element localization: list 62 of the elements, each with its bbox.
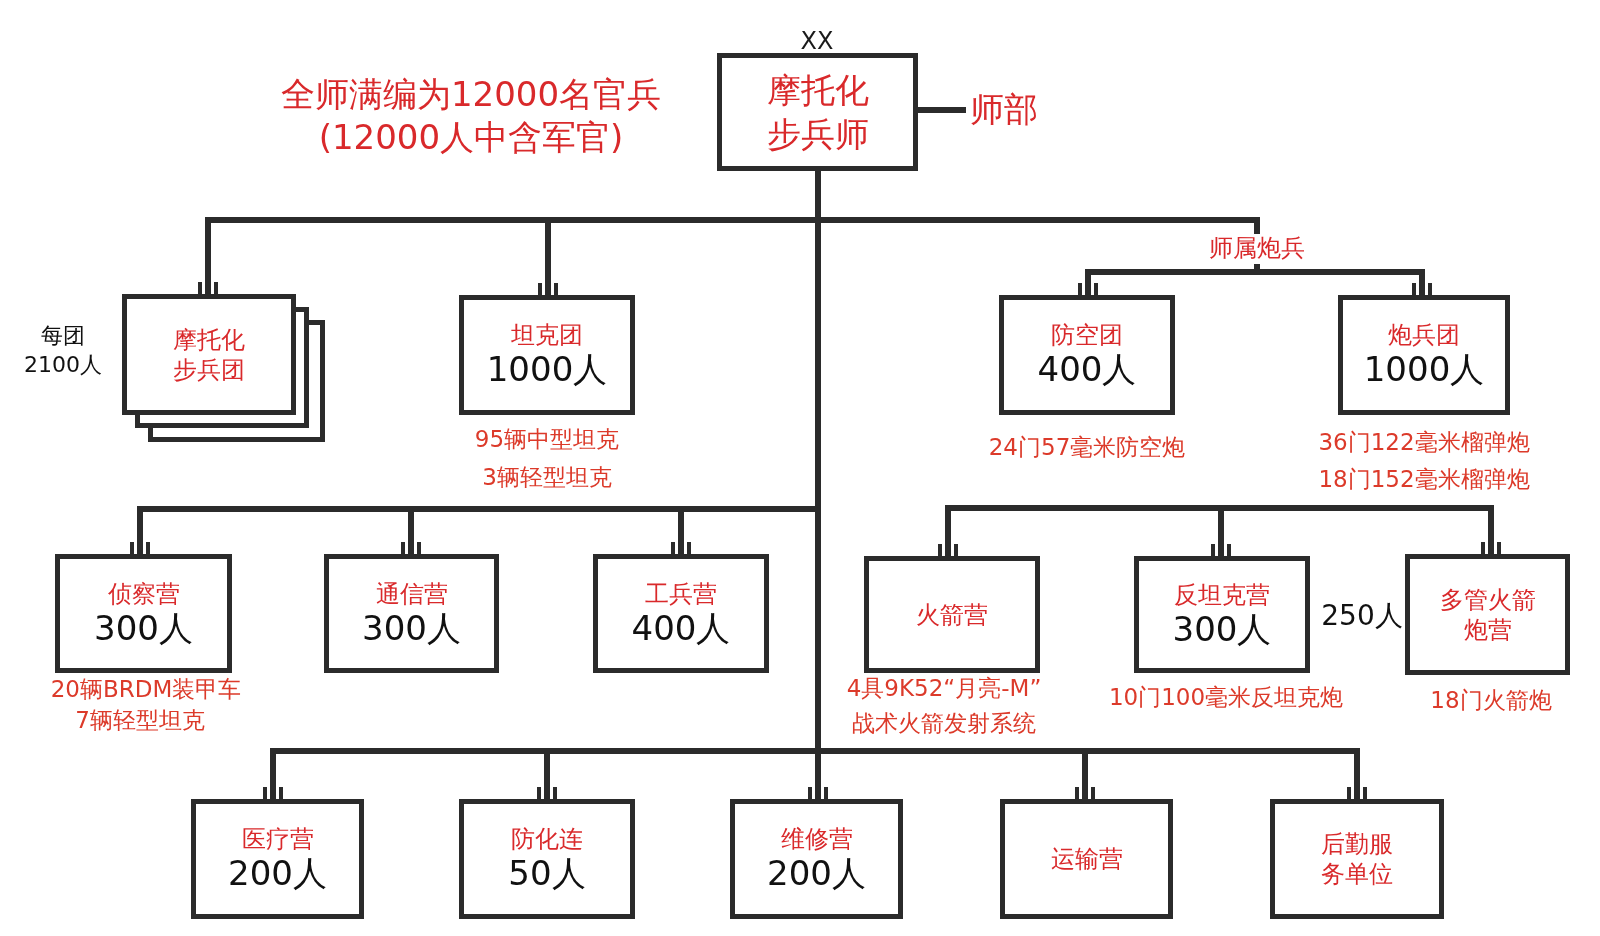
unit-box xyxy=(459,295,635,415)
unit-label: 师部 xyxy=(966,89,1042,131)
unit-name: 摩托化步兵师 xyxy=(766,68,869,156)
troop-count: 200人 xyxy=(228,854,327,894)
unit-box xyxy=(730,799,903,919)
connector-line xyxy=(1221,505,1501,554)
unit-name: 运输营 xyxy=(1050,844,1123,874)
connector-line xyxy=(918,107,966,113)
strength-summary: (12000人中含军官) xyxy=(318,117,624,158)
equipment-note: 18门火箭炮 xyxy=(1430,686,1552,715)
unit-name: 坦克团 xyxy=(511,320,583,351)
unit-box xyxy=(717,53,918,171)
troop-count: 300人 xyxy=(1172,609,1272,650)
unit-name: 后勤服务单位 xyxy=(1320,829,1394,889)
troop-count: 200人 xyxy=(767,854,866,894)
unit-name: 通信营 xyxy=(375,578,448,609)
equipment-note: 18门152毫米榴弹炮 xyxy=(1318,465,1530,494)
troop-count: 1000人 xyxy=(1363,350,1485,390)
unit-name: 工兵营 xyxy=(645,578,717,609)
equipment-note: 95辆中型坦克 xyxy=(474,425,620,454)
equipment-note: 7辆轻型坦克 xyxy=(75,706,205,735)
unit-name: 防化连 xyxy=(511,824,583,855)
unit-label: 师属炮兵 xyxy=(1205,234,1309,264)
unit-box xyxy=(1000,799,1173,919)
unit-name: 摩托化步兵团 xyxy=(172,324,246,385)
troop-count: 1000人 xyxy=(486,350,608,390)
troop-count: 400人 xyxy=(1037,350,1137,390)
unit-box xyxy=(324,554,499,673)
stacked-unit-box xyxy=(122,294,325,442)
unit-box xyxy=(191,799,364,919)
unit-name: 火箭营 xyxy=(916,599,988,630)
strength-summary: 全师满编为12000名官兵 xyxy=(280,74,662,115)
unit-name: 医疗营 xyxy=(241,824,314,855)
equipment-note: 20辆BRDM装甲车 xyxy=(50,675,242,704)
unit-name: 炮兵团 xyxy=(1388,320,1460,351)
unit-name: 反坦克营 xyxy=(1174,579,1270,610)
unit-box xyxy=(1338,295,1510,415)
unit-name: 维修营 xyxy=(780,824,853,855)
unit-box xyxy=(1405,554,1570,675)
unit-box xyxy=(55,554,232,673)
equipment-note: 10门100毫米反坦克炮 xyxy=(1108,683,1344,712)
equipment-note: 4具9K52“月亮-M”战术火箭发射系统 xyxy=(845,674,1043,738)
equipment-note: 36门122毫米榴弹炮 xyxy=(1318,428,1530,457)
troop-count: 300人 xyxy=(94,608,193,649)
unit-name: 防空团 xyxy=(1051,320,1123,351)
troop-count: 50人 xyxy=(508,854,586,894)
connector-line xyxy=(938,505,1221,556)
unit-name: 侦察营 xyxy=(107,578,180,609)
unit-name: 多管火箭炮营 xyxy=(1439,584,1536,645)
troop-count: 250人 xyxy=(1321,598,1403,634)
strength-note: 每团2100人 xyxy=(23,322,103,379)
unit-box xyxy=(999,295,1175,415)
equipment-note: 3辆轻型坦克 xyxy=(482,463,612,492)
unit-box xyxy=(1270,799,1444,919)
equipment-note: 24门57毫米防空炮 xyxy=(988,433,1186,462)
unit-box xyxy=(593,554,769,673)
echelon-mark: XX xyxy=(800,29,834,53)
unit-box xyxy=(1134,556,1310,673)
troop-count: 300人 xyxy=(362,608,461,649)
unit-box xyxy=(459,799,635,919)
troop-count: 400人 xyxy=(631,608,731,649)
unit-box xyxy=(864,556,1040,673)
